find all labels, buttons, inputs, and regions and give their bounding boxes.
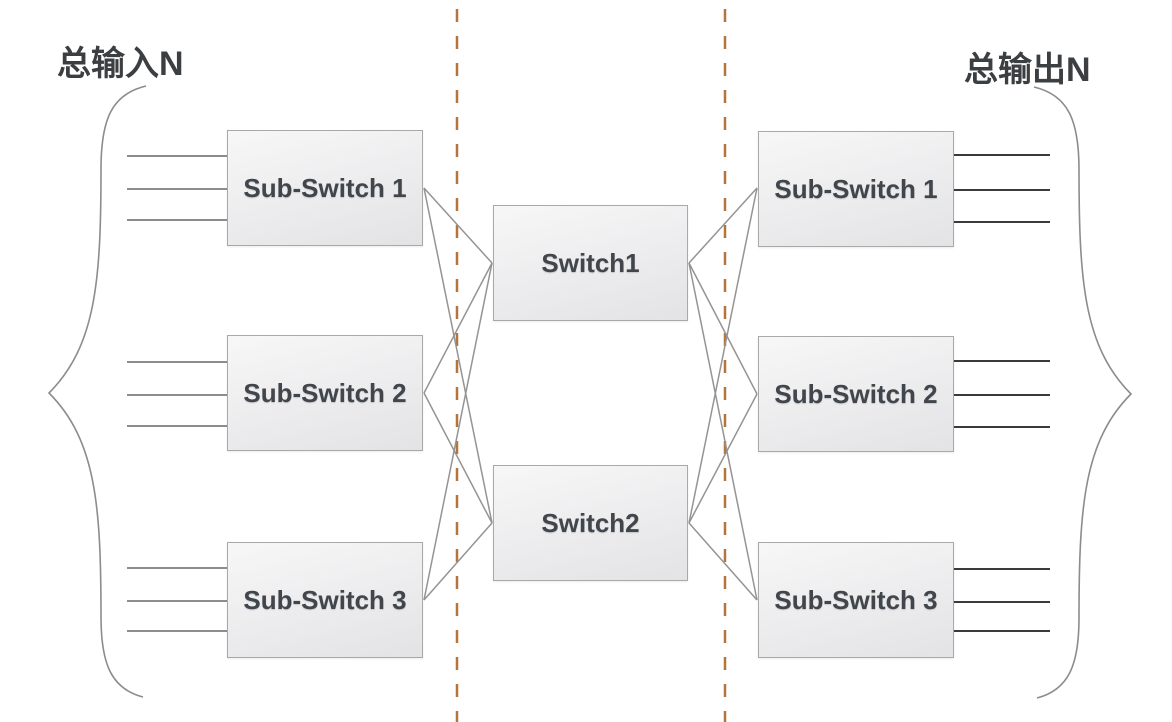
connector-line (688, 187, 758, 264)
node-output-sub-switch-2: Sub-Switch 2 (758, 336, 954, 452)
node-label: Sub-Switch 2 (774, 378, 938, 409)
crossbar-links-left (423, 187, 493, 601)
node-input-sub-switch-1: Sub-Switch 1 (227, 130, 423, 246)
connector-line (423, 187, 493, 264)
input-trunk-lines (127, 155, 228, 632)
connector-line (423, 262, 493, 394)
connector-line (688, 262, 758, 395)
node-output-sub-switch-1: Sub-Switch 1 (758, 131, 954, 247)
node-output-sub-switch-3: Sub-Switch 3 (758, 542, 954, 658)
connector-line (688, 522, 758, 601)
connector-line (423, 187, 493, 524)
node-core-switch-1: Switch1 (493, 205, 688, 321)
node-label: Sub-Switch 1 (243, 172, 407, 203)
output-trunk-lines (954, 154, 1050, 632)
node-label: Sub-Switch 2 (243, 377, 407, 408)
connector-line (688, 187, 758, 524)
total-output-label: 总输出N (964, 51, 1091, 89)
left-brace-icon (47, 85, 147, 698)
connector-line (423, 262, 493, 601)
node-label: Switch1 (541, 247, 640, 278)
connector-line (423, 392, 493, 524)
crossbar-links-right (688, 187, 758, 601)
connector-line (423, 522, 493, 601)
connector-line (688, 393, 758, 524)
node-input-sub-switch-2: Sub-Switch 2 (227, 335, 423, 451)
total-input-label: 总输入N (57, 45, 184, 83)
node-input-sub-switch-3: Sub-Switch 3 (227, 542, 423, 658)
node-core-switch-2: Switch2 (493, 465, 688, 581)
node-label: Sub-Switch 1 (774, 173, 938, 204)
node-label: Switch2 (541, 507, 640, 538)
right-brace-icon (1033, 86, 1133, 699)
stage-dividers (455, 9, 727, 722)
node-label: Sub-Switch 3 (774, 584, 938, 615)
node-label: Sub-Switch 3 (243, 584, 407, 615)
connector-line (688, 262, 758, 601)
